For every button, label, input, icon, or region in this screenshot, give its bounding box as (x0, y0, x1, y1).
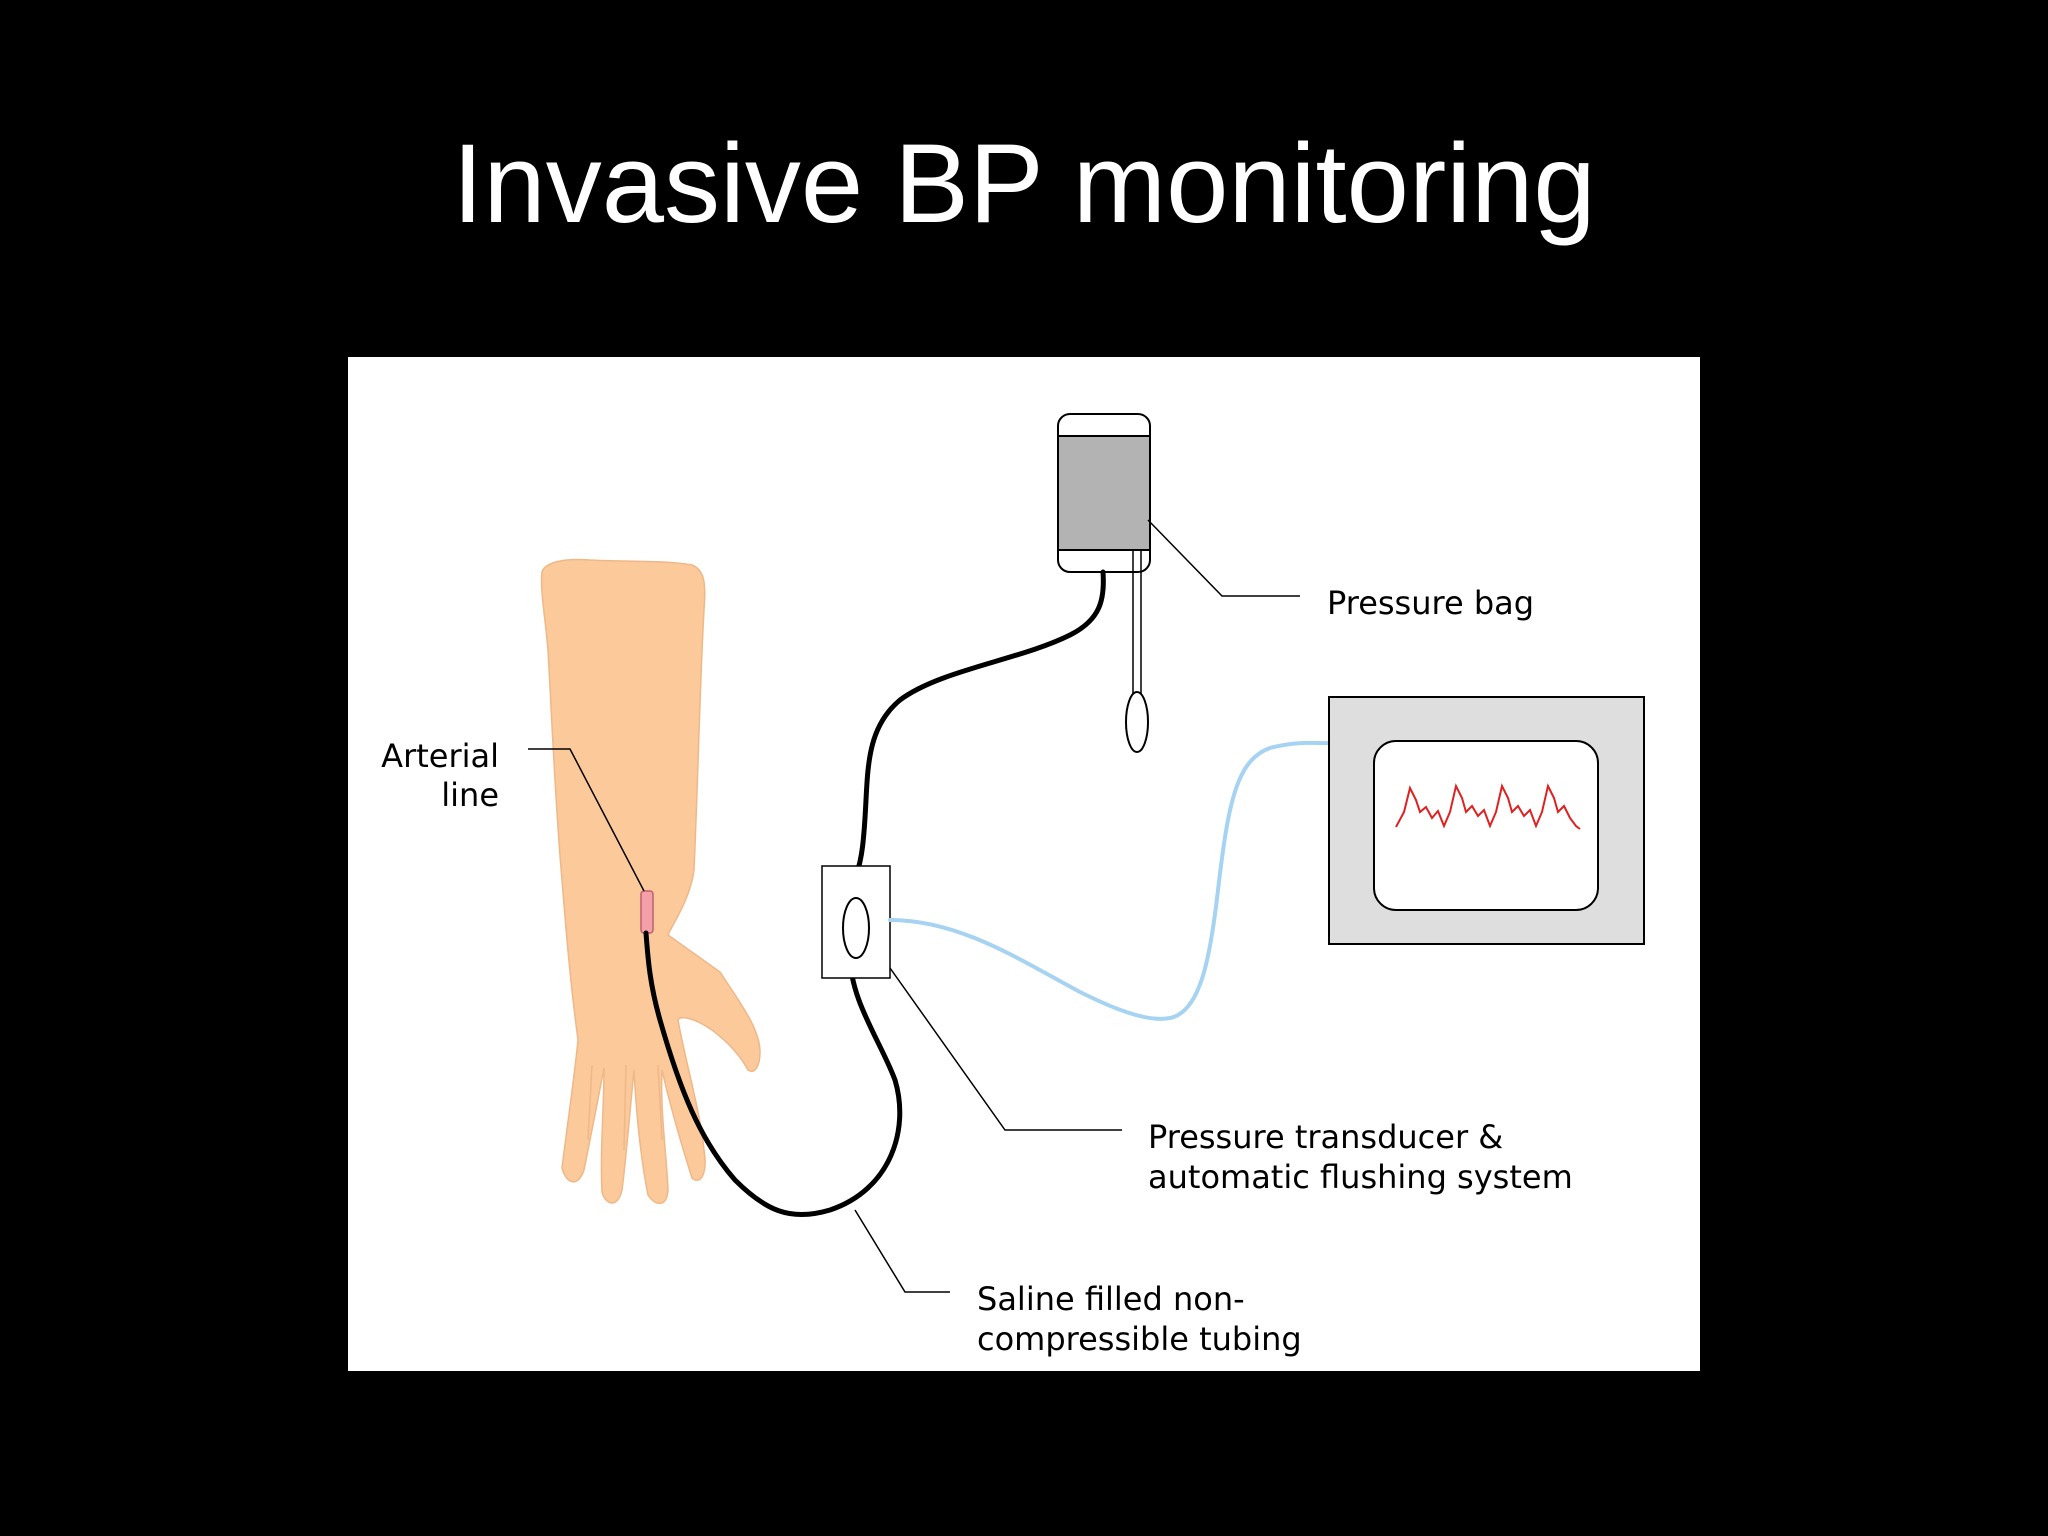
label-transducer-1: Pressure transducer & (1148, 1118, 1503, 1156)
label-arterial-line-2: line (441, 776, 499, 814)
forearm-and-hand (540, 558, 761, 1205)
saline-tubing-lower (643, 930, 903, 1218)
leader-tubing (854, 1209, 950, 1293)
label-tubing-1: Saline filled non- (977, 1280, 1245, 1318)
transducer-dome (842, 897, 870, 959)
pressure-transducer (821, 865, 891, 979)
inflation-bulb (1125, 691, 1149, 753)
label-tubing-2: compressible tubing (977, 1320, 1302, 1358)
monitor-screen (1373, 740, 1599, 911)
leader-pressure-bag (1147, 519, 1300, 597)
label-transducer-2: automatic flushing system (1148, 1158, 1573, 1196)
finger-gap-2 (623, 1064, 627, 1151)
signal-cable (888, 740, 1330, 1021)
finger-gap-3 (657, 1064, 663, 1141)
label-arterial-line-1: Arterial (381, 737, 499, 775)
label-pressure-bag: Pressure bag (1327, 584, 1534, 622)
slide-title: Invasive BP monitoring (452, 121, 1596, 246)
bp-monitor (1328, 696, 1645, 945)
finger-gap-1 (587, 1064, 593, 1141)
arterial-catheter (640, 890, 654, 934)
arm-illustration (540, 558, 761, 1205)
leader-arterial-line (528, 748, 645, 892)
leader-transducer (889, 967, 1122, 1131)
arterial-waveform (1395, 783, 1581, 830)
saline-tubing-upper (853, 569, 1106, 878)
bag-fluid (1059, 436, 1149, 550)
